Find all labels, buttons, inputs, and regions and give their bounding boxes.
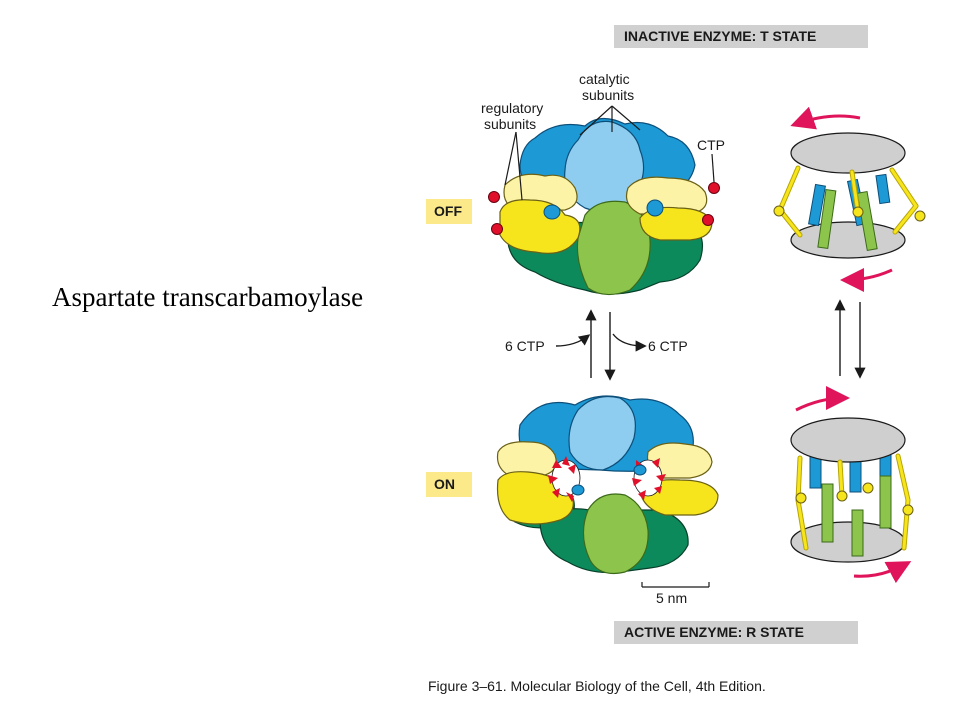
r-state-schematic — [790, 386, 914, 584]
slide-title: Aspartate transcarbamoylase — [52, 282, 364, 312]
ctp-label: CTP — [697, 137, 725, 153]
ctp-in-label: 6 CTP — [505, 338, 545, 354]
t-state-enzyme — [488, 117, 720, 296]
t-state-schematic — [773, 106, 926, 292]
state-off-label: OFF — [426, 199, 472, 224]
ctp-out-label: 6 CTP — [648, 338, 688, 354]
catalytic-label-line1: catalytic — [579, 71, 630, 87]
state-on-label: ON — [426, 472, 472, 497]
t-state-leader-lines — [504, 105, 715, 201]
scale-bar-label: 5 nm — [656, 590, 688, 606]
figure-caption: Figure 3–61. Molecular Biology of the Ce… — [428, 678, 766, 694]
scale-bar — [641, 582, 710, 588]
regulatory-label-line2: subunits — [484, 116, 537, 132]
regulatory-label-line1: regulatory — [481, 100, 544, 116]
r-state-enzyme — [496, 395, 719, 575]
ctp-equilibrium-arrows — [555, 309, 647, 381]
top-banner: INACTIVE ENZYME: T STATE — [614, 25, 868, 48]
schematic-equilibrium-arrows — [834, 299, 866, 379]
catalytic-label-line2: subunits — [582, 87, 635, 103]
bottom-banner: ACTIVE ENZYME: R STATE — [614, 621, 858, 644]
